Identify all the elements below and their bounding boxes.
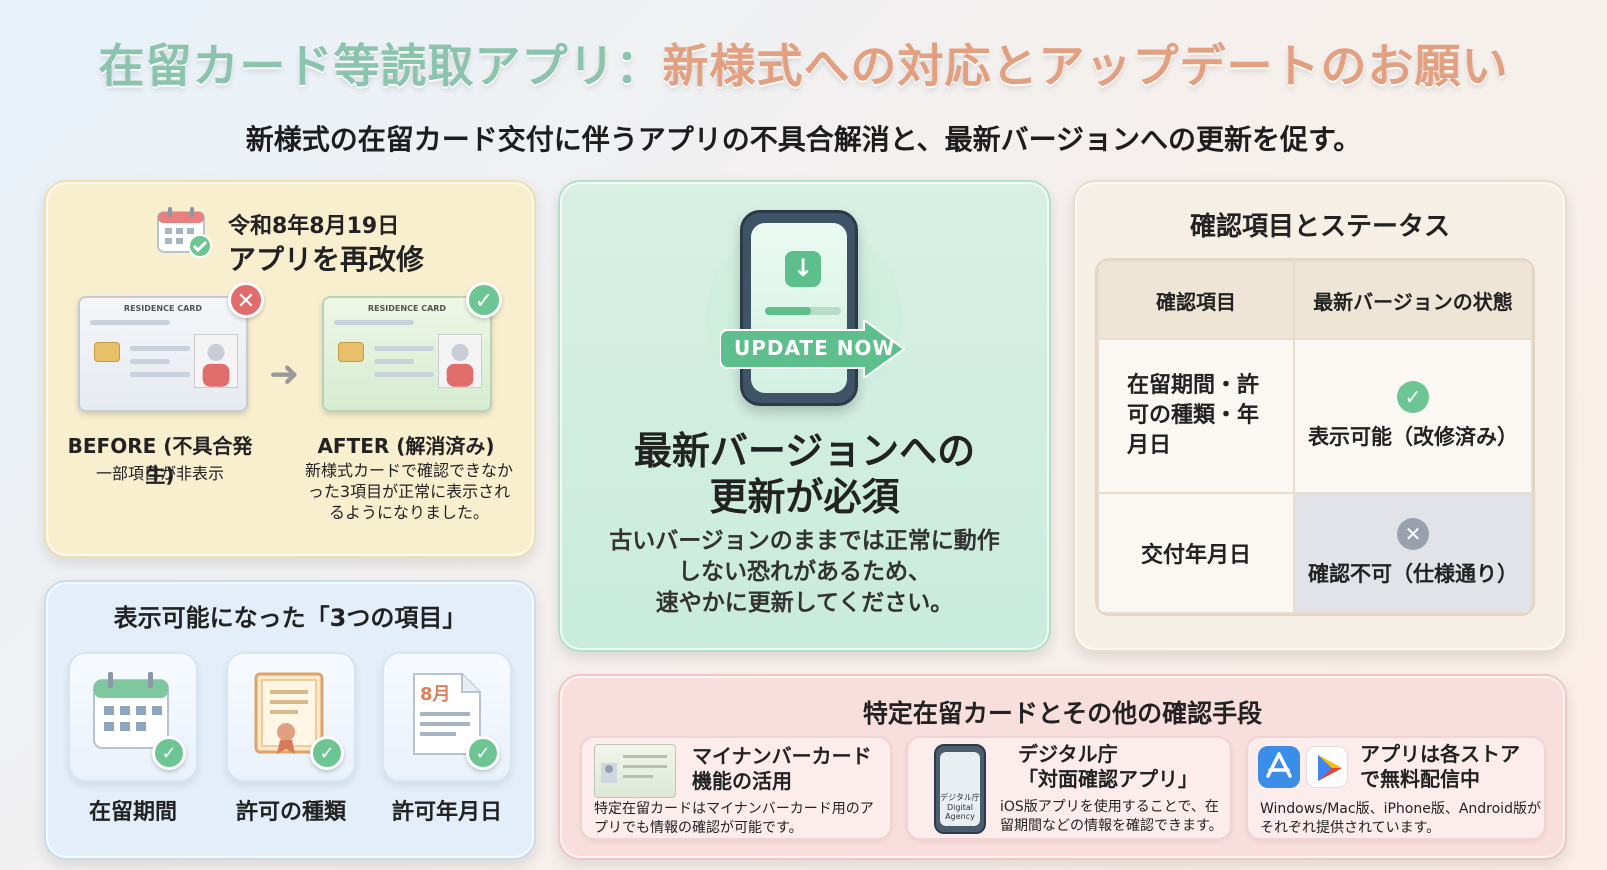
- check-icon: ✓: [310, 736, 344, 770]
- card-desc: Windows/Mac版、iPhone版、Android版がそれぞれ提供されてい…: [1260, 801, 1541, 836]
- row-status: ✓ 表示可能（改修済み）: [1293, 338, 1533, 494]
- card-heading: デジタル庁: [1018, 742, 1118, 766]
- row-item: 在留期間・許可の種類・年月日: [1097, 338, 1295, 494]
- table-row: 交付年月日 ✕ 確認不可（仕様通り）: [1097, 491, 1533, 614]
- download-icon: ↓: [785, 251, 821, 287]
- after-label: AFTER (解消済み): [317, 434, 495, 458]
- title-part1: 在留カード等読取アプリ：: [98, 39, 663, 93]
- update-panel: ↓ UPDATE NOW 最新バージョンへの更新が必須 古いバージョンのままでは…: [558, 180, 1051, 652]
- status-panel: 確認項目とステータス 確認項目 最新バージョンの状態 在留期間・許可の種類・年月…: [1073, 180, 1567, 652]
- certificate-icon: [254, 672, 324, 754]
- status-text: 確認不可（仕様通り）: [1308, 561, 1518, 586]
- body-line: 古いバージョンのままでは正常に動作: [609, 528, 1000, 554]
- items-title: 表示可能になった「3つの項目」: [113, 604, 467, 632]
- phone-image: デジタル庁 Digital Agency: [934, 744, 986, 834]
- heading-line: 最新バージョンへの: [633, 429, 976, 473]
- app-store-icon[interactable]: [1258, 746, 1300, 788]
- other-title: 特定在留カードとその他の確認手段: [862, 699, 1263, 728]
- update-body: 古いバージョンのままでは正常に動作しない恐れがあるため、速やかに更新してください…: [560, 526, 1049, 619]
- status-title: 確認項目とステータス: [1189, 212, 1450, 242]
- chip-icon: [94, 342, 120, 362]
- item-label: 許可の種類: [235, 800, 346, 825]
- after-card-image: RESIDENCE CARD: [322, 296, 492, 412]
- items-panel: 表示可能になった「3つの項目」 ✓ 在留期間 ✓ 許可の種類 8月 ✓ 許可年月…: [44, 580, 536, 860]
- mynumber-card-image: [594, 744, 676, 798]
- table-row: 在留期間・許可の種類・年月日 ✓ 表示可能（改修済み）: [1097, 338, 1533, 494]
- title-part2: 新様式への対応とアップデートのお願い: [662, 39, 1509, 93]
- page-subtitle: 新様式の在留カード交付に伴うアプリの不具合解消と、最新バージョンへの更新を促す。: [245, 123, 1362, 156]
- card-desc: iOS版アプリを使用することで、在留期間などの情報を確認できます。: [1000, 799, 1223, 834]
- calendar-check-icon: [157, 207, 212, 258]
- body-line: 速やかに更新してください。: [655, 590, 954, 616]
- arrow-right-icon: ➜: [269, 354, 300, 395]
- calendar-icon: [93, 672, 169, 749]
- page-title: 在留カード等読取アプリ：新様式への対応とアップデートのお願い: [0, 30, 1607, 96]
- check-icon: ✓: [466, 282, 502, 318]
- phone-image: ↓: [740, 210, 858, 406]
- item-label: 在留期間: [88, 800, 177, 825]
- card-heading: マイナンバーカード: [692, 744, 872, 768]
- before-card-image: RESIDENCE CARD: [78, 296, 248, 412]
- fix-title: アプリを再改修: [228, 243, 425, 276]
- fix-date: 令和8年8月19日: [228, 214, 400, 239]
- item-label: 許可年月日: [391, 800, 502, 825]
- heading-line: 更新が必須: [709, 475, 900, 519]
- mynumber-card-box: マイナンバーカード機能の活用 特定在留カードはマイナンバーカード用のアプリでも情…: [580, 736, 892, 840]
- progress-bar: [765, 307, 841, 315]
- chip-icon: [338, 342, 364, 362]
- status-text: 表示可能（改修済み）: [1308, 424, 1518, 449]
- document-date-icon: 8月: [413, 673, 481, 755]
- item-tile: ✓: [226, 652, 356, 782]
- card-label: RESIDENCE CARD: [123, 304, 203, 313]
- card-heading: 「対面確認アプリ」: [1018, 767, 1198, 791]
- item-tile: ✓: [68, 652, 198, 782]
- arrow-right-icon: [720, 320, 906, 378]
- col-header-status: 最新バージョンの状態: [1293, 260, 1533, 340]
- fix-panel: 令和8年8月19日 アプリを再改修 RESIDENCE CARD ✕ ➜ RES…: [44, 180, 536, 558]
- document-date-text: 8月: [420, 684, 451, 705]
- check-icon: ✓: [152, 736, 186, 770]
- before-label: BEFORE (不具合発生): [67, 434, 253, 487]
- before-desc: 一部項目が非表示: [95, 464, 224, 483]
- card-desc: 特定在留カードはマイナンバーカード用のアプリでも情報の確認が可能です。: [594, 801, 874, 836]
- other-methods-panel: 特定在留カードとその他の確認手段 マイナンバーカード機能の活用 特定在留カードは…: [558, 674, 1567, 860]
- check-icon: ✓: [466, 736, 500, 770]
- person-icon: [438, 334, 482, 388]
- card-label: RESIDENCE CARD: [367, 304, 447, 313]
- app-store-box: アプリは各ストアで無料配信中 Windows/Mac版、iPhone版、Andr…: [1246, 736, 1546, 840]
- update-now-label: UPDATE NOW: [734, 336, 896, 360]
- card-heading: 機能の活用: [692, 769, 792, 793]
- x-icon: ✕: [1397, 517, 1429, 550]
- row-status: ✕ 確認不可（仕様通り）: [1293, 491, 1533, 614]
- digital-agency-box: デジタル庁 Digital Agency デジタル庁「対面確認アプリ」 iOS版…: [906, 736, 1232, 840]
- col-header-item: 確認項目: [1097, 260, 1295, 340]
- card-heading: で無料配信中: [1360, 767, 1480, 791]
- update-heading: 最新バージョンへの更新が必須: [560, 428, 1049, 520]
- item-tile: 8月 ✓: [382, 652, 512, 782]
- after-desc: 新様式カードで確認できなかった3項目が正常に表示されるようになりました。: [304, 461, 513, 522]
- x-icon: ✕: [228, 282, 264, 318]
- card-heading: アプリは各ストア: [1360, 742, 1520, 766]
- phone-label: デジタル庁 Digital Agency: [940, 752, 980, 826]
- update-now-button[interactable]: UPDATE NOW: [720, 320, 906, 378]
- row-item: 交付年月日: [1097, 491, 1295, 614]
- check-icon: ✓: [1397, 380, 1429, 413]
- google-play-icon[interactable]: [1306, 746, 1348, 788]
- body-line: しない恐れがあるため、: [678, 559, 931, 585]
- status-table: 確認項目 最新バージョンの状態 在留期間・許可の種類・年月日 ✓ 表示可能（改修済…: [1097, 260, 1533, 614]
- person-icon: [194, 334, 238, 388]
